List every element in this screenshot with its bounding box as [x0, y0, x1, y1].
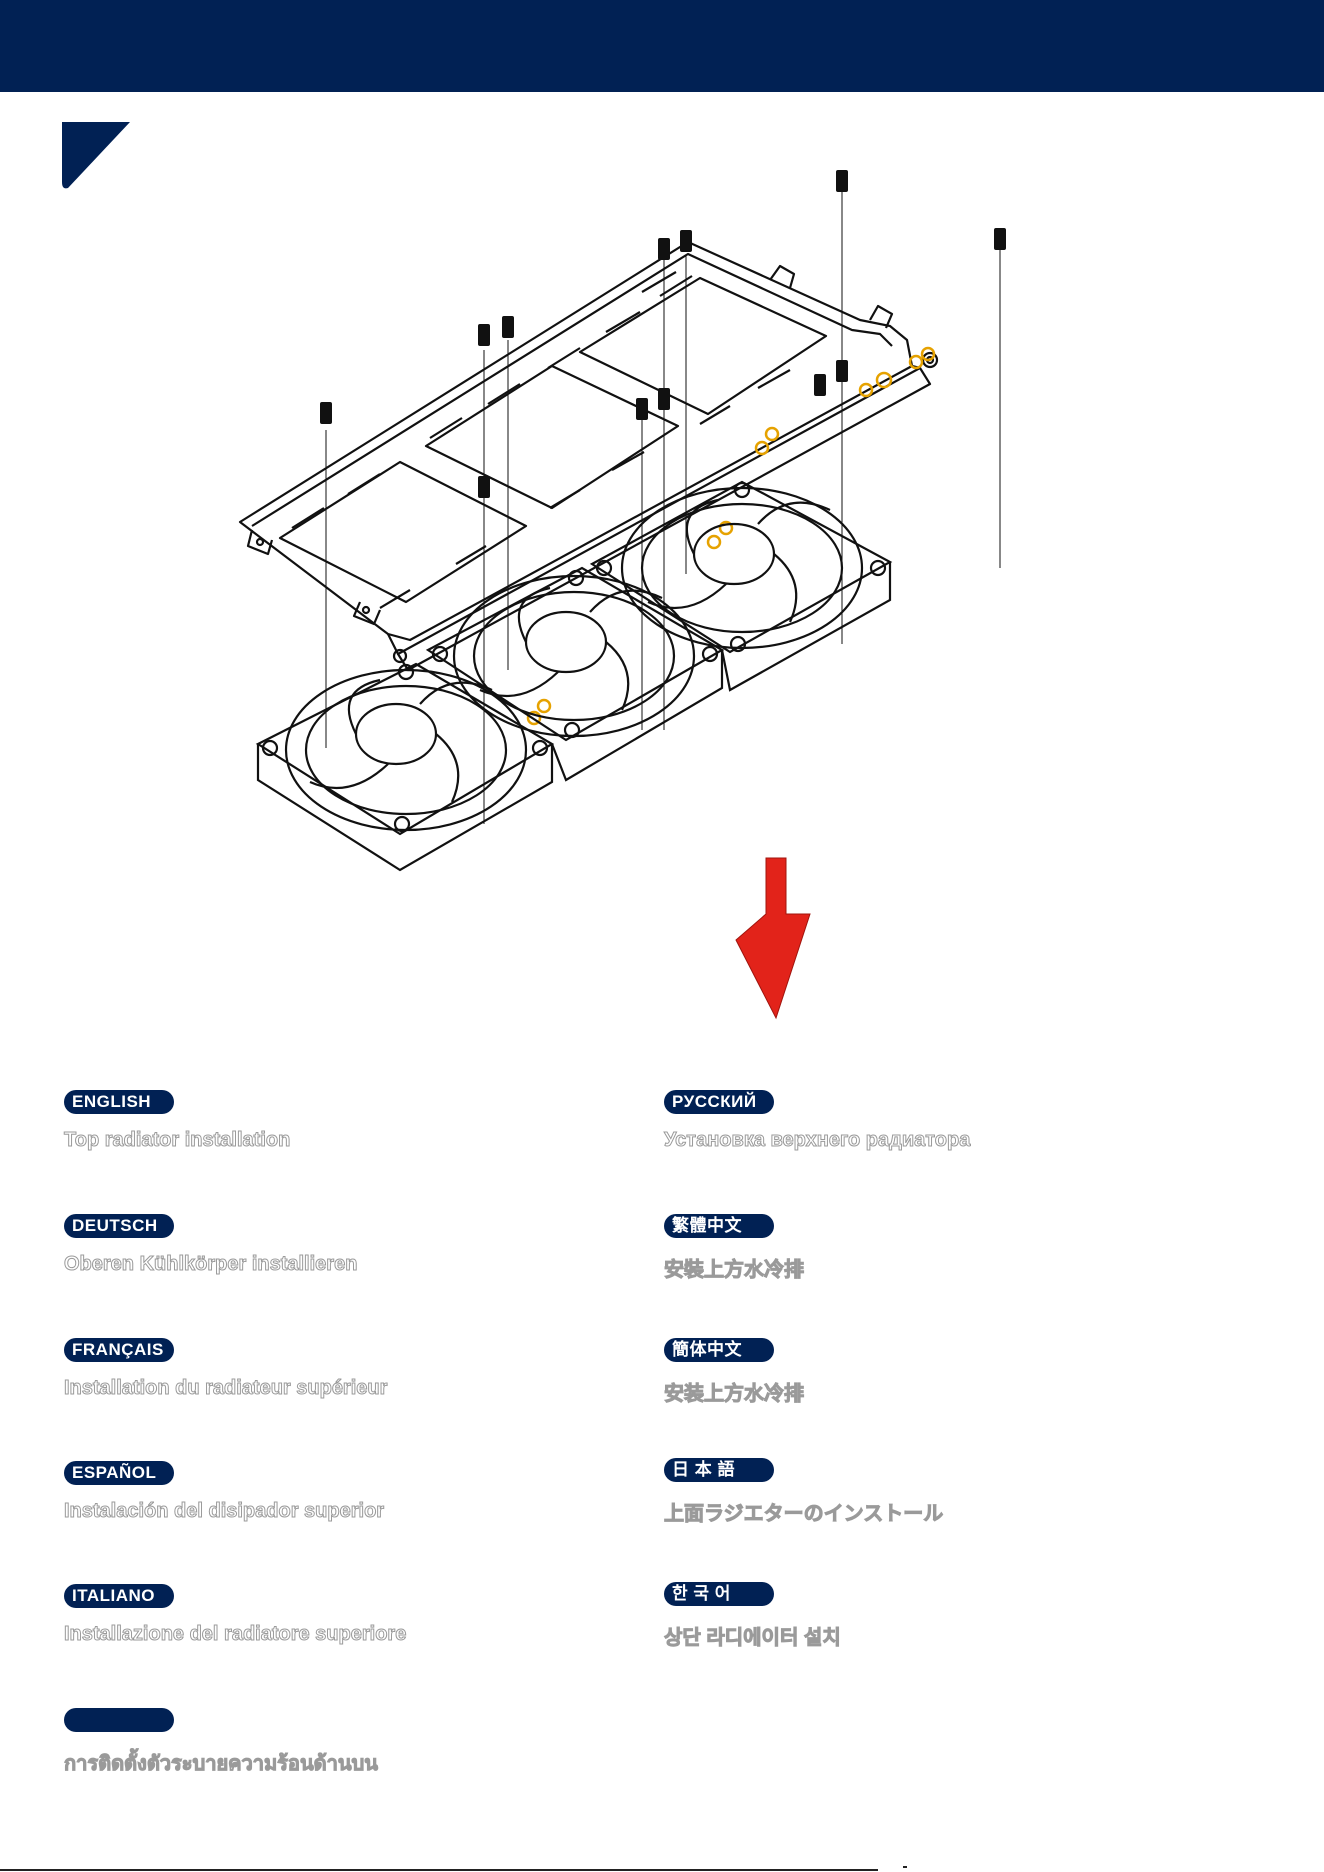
lang-badge: ENGLISH: [64, 1090, 174, 1114]
lang-badge: 日 本 語: [664, 1458, 774, 1482]
lang-badge: 한 국 어: [664, 1582, 774, 1606]
screw-hole-highlights: [526, 346, 936, 726]
lang-caption: Instalación del disipador superior: [64, 1500, 385, 1523]
lang-badge: РУССКИЙ: [664, 1090, 774, 1114]
footer-rule: [0, 1869, 878, 1871]
lang-fr: FRANÇAIS Installation du radiateur supér…: [64, 1338, 644, 1400]
lang-zh-hans: 簡体中文 安装上方水冷排: [664, 1338, 1244, 1406]
guide-lines: [325, 184, 1001, 824]
lang-es: ESPAÑOL Instalación del disipador superi…: [64, 1461, 644, 1523]
lang-badge: 繁體中文: [664, 1214, 774, 1238]
lang-caption: Installazione del radiatore superiore: [64, 1623, 407, 1646]
lang-badge: [64, 1708, 174, 1732]
lang-badge: ITALIANO: [64, 1584, 174, 1608]
fan-icon: [589, 480, 893, 692]
lang-badge: FRANÇAIS: [64, 1338, 174, 1362]
header-bar: [0, 0, 1324, 92]
fan-icon: [425, 566, 725, 782]
lang-th: การติดตั้งตัวระบายความร้อนด้านบน: [64, 1708, 644, 1779]
lang-caption: Установка верхнего радиатора: [664, 1129, 971, 1152]
footer-tick: [903, 1866, 907, 1868]
lang-caption: 安装上方水冷排: [664, 1383, 805, 1406]
lang-caption: 上面ラジエターのインストール: [664, 1503, 944, 1526]
lang-caption: 安裝上方水冷排: [664, 1259, 805, 1282]
lang-badge: DEUTSCH: [64, 1214, 174, 1238]
lang-ja: 日 本 語 上面ラジエターのインストール: [664, 1458, 1244, 1526]
lang-de: DEUTSCH Oberen Kühlkörper installieren: [64, 1214, 644, 1276]
fan-icon: [255, 662, 555, 872]
screw-icon: [320, 170, 1006, 498]
lang-badge: ESPAÑOL: [64, 1461, 174, 1485]
lang-caption: Installation du radiateur supérieur: [64, 1377, 388, 1400]
lang-ko: 한 국 어 상단 라디에이터 설치: [664, 1582, 1244, 1650]
lang-ru: РУССКИЙ Установка верхнего радиатора: [664, 1090, 1244, 1152]
lang-caption: การติดตั้งตัวระบายความร้อนด้านบน: [64, 1753, 379, 1776]
lang-caption: Oberen Kühlkörper installieren: [64, 1253, 358, 1276]
radiator-bracket: [238, 240, 939, 672]
step-corner-icon: [62, 122, 130, 189]
fan-row: [255, 480, 893, 872]
lang-badge: 簡体中文: [664, 1338, 774, 1362]
lang-it: ITALIANO Installazione del radiatore sup…: [64, 1584, 644, 1646]
down-arrow-icon: [736, 858, 810, 1018]
lang-zh-hant: 繁體中文 安裝上方水冷排: [664, 1214, 1244, 1282]
lang-en: ENGLISH Top radiator installation: [64, 1090, 644, 1152]
radiator-installation-diagram: [238, 170, 1006, 1020]
lang-caption: Top radiator installation: [64, 1129, 291, 1152]
lang-caption: 상단 라디에이터 설치: [664, 1627, 842, 1650]
